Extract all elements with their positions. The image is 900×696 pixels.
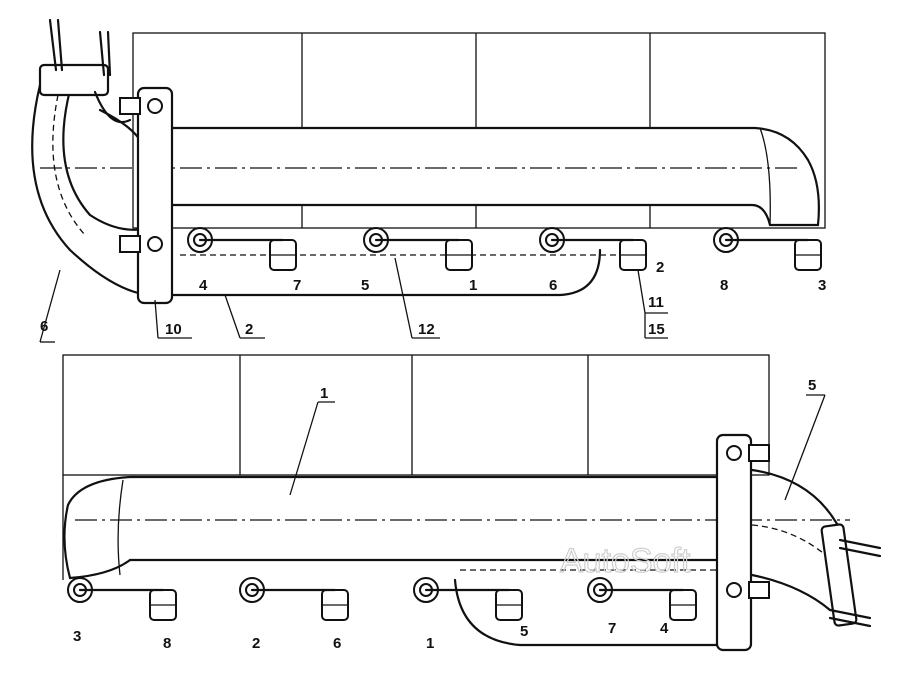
upper-port-bolts — [187, 227, 822, 271]
bolt-group — [413, 577, 523, 621]
callout-12: 12 — [418, 321, 435, 338]
upper-manifold-view: 4 7 5 1 6 2 8 3 6 10 2 12 11 — [31, 18, 826, 343]
lower-port-label: 2 — [252, 635, 260, 652]
callout-11: 11 — [648, 294, 664, 311]
upper-port-label: 1 — [469, 277, 477, 294]
upper-lower-branch — [158, 213, 640, 297]
bolt-group — [713, 227, 822, 271]
bolt-group — [187, 227, 297, 271]
upper-port-label: 5 — [361, 277, 369, 294]
lower-port-label: 7 — [608, 620, 616, 637]
watermark: AutoSoft — [560, 542, 691, 580]
lower-port-label: 8 — [163, 635, 171, 652]
bolt-group — [587, 577, 697, 621]
upper-port-label: 8 — [720, 277, 728, 294]
lower-callouts: 1 5 — [289, 377, 826, 501]
callout-1: 1 — [320, 385, 328, 402]
callout-2: 2 — [245, 321, 253, 338]
lower-outlet-branch — [453, 569, 722, 647]
bolt-group — [539, 227, 647, 271]
upper-flange — [119, 86, 174, 305]
bolt-group — [363, 227, 473, 271]
upper-port-label: 4 — [199, 277, 208, 294]
lower-port-bolts — [67, 577, 697, 621]
lower-head-outline — [62, 354, 770, 580]
upper-callouts: 6 10 2 12 11 15 — [39, 257, 668, 343]
lower-flange — [715, 433, 770, 652]
lower-port-numbers: 3 8 2 6 1 5 7 4 — [73, 620, 669, 652]
callout-15: 15 — [648, 321, 665, 338]
lower-outlet-elbow — [750, 468, 882, 628]
upper-port-label: 2 — [656, 259, 664, 276]
lower-port-label: 1 — [426, 635, 434, 652]
lower-manifold-view: 3 8 2 6 1 5 7 4 1 5 — [62, 354, 882, 652]
bolt-group — [67, 577, 177, 621]
lower-port-label: 4 — [660, 620, 669, 637]
callout-6: 6 — [40, 318, 48, 335]
lower-port-label: 3 — [73, 628, 81, 645]
callout-10: 10 — [165, 321, 182, 338]
callout-5: 5 — [808, 377, 816, 394]
upper-port-label: 7 — [293, 277, 301, 294]
upper-port-label: 6 — [549, 277, 557, 294]
lower-port-label: 5 — [520, 623, 528, 640]
upper-port-numbers: 4 7 5 1 6 2 8 3 — [199, 259, 826, 294]
bolt-group — [239, 577, 349, 621]
upper-port-label: 3 — [818, 277, 826, 294]
lower-port-label: 6 — [333, 635, 341, 652]
upper-inlet-elbow — [31, 18, 152, 297]
upper-manifold-pipe — [40, 126, 820, 227]
